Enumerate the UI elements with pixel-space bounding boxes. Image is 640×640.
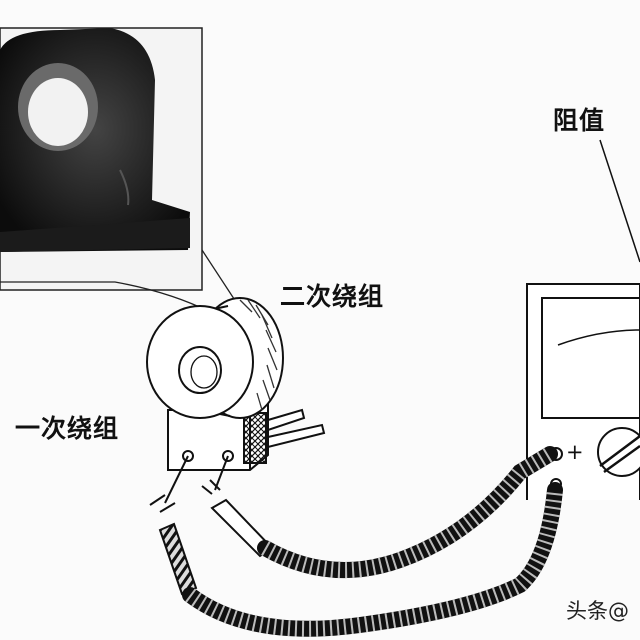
probe-left: [149, 455, 198, 596]
test-lead-lower: [182, 482, 563, 637]
current-transformer: [146, 297, 326, 471]
watermark: 头条@: [566, 599, 629, 623]
primary-winding-label: 一次绕组: [15, 414, 120, 443]
positive-sign-label: +: [566, 440, 584, 464]
resistance-leader-line: [599, 139, 640, 263]
test-lead-upper: [257, 446, 558, 579]
multimeter: [526, 283, 640, 500]
ct-photo-inset: [0, 27, 203, 291]
resistance-label: 阻值: [553, 106, 606, 135]
secondary-winding-label: 二次绕组: [280, 282, 385, 311]
meter-scale-arc: [557, 329, 640, 346]
